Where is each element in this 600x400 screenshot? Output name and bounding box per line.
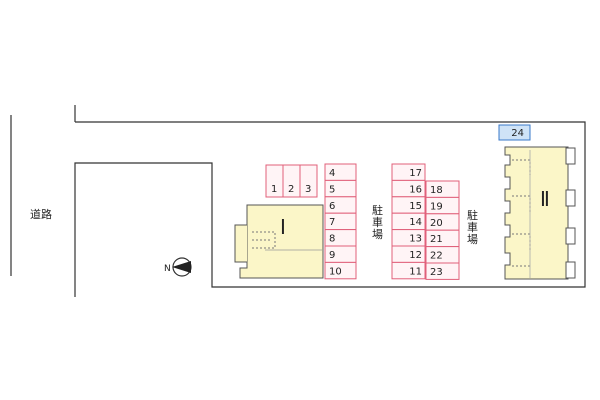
parking-slot-7-label: 7 [329, 217, 335, 228]
parking-slot-22: 22 [425, 246, 460, 264]
building-1-label: Ⅰ [280, 215, 286, 239]
parking-slot-21: 21 [425, 229, 460, 248]
parking-label-2-char-2: 車 [467, 220, 478, 234]
parking-slot-5: 5 [324, 179, 357, 198]
parking-slot-20-label: 20 [430, 218, 443, 229]
parking-slot-8: 8 [324, 229, 357, 247]
parking-slot-9-label: 9 [329, 250, 335, 261]
parking-slot-16-label: 16 [409, 184, 422, 195]
parking-label-2-char-1: 駐 [467, 208, 478, 222]
parking-slot-24: 24 [498, 124, 531, 141]
parking-slot-21-label: 21 [430, 234, 443, 245]
parking-slot-22-label: 22 [430, 251, 443, 262]
parking-slot-13-label: 13 [409, 234, 422, 245]
parking-label-2: 駐 車 場 [467, 208, 478, 246]
parking-slot-8-label: 8 [329, 234, 335, 245]
parking-slot-4-label: 4 [329, 168, 335, 179]
parking-slot-11: 11 [391, 261, 426, 280]
parking-slot-7: 7 [324, 212, 357, 231]
parking-slot-14: 14 [391, 212, 426, 231]
parking-label-1-char-1: 駐 [372, 203, 383, 217]
parking-label-2-char-3: 場 [467, 233, 478, 246]
building-2-label: Ⅱ [540, 187, 550, 211]
parking-slot-16: 16 [391, 179, 426, 198]
north-label: N [164, 264, 171, 274]
parking-slot-23-label: 23 [430, 267, 443, 278]
parking-slot-15-label: 15 [409, 201, 422, 212]
road-label: 道路 [30, 207, 52, 221]
parking-slot-15: 15 [391, 196, 426, 214]
parking-slot-9: 9 [324, 245, 357, 263]
parking-slot-17: 17 [391, 163, 426, 181]
north-arrow-icon: N [164, 257, 192, 277]
parking-slot-14-label: 14 [409, 217, 422, 228]
parking-slot-19-label: 19 [430, 201, 443, 212]
parking-slot-19: 19 [425, 196, 460, 215]
parking-slot-23: 23 [425, 262, 460, 280]
parking-slot-13: 13 [391, 229, 426, 247]
lot-boundary [74, 121, 586, 297]
parking-slot-10: 10 [324, 261, 357, 280]
parking-slot-2: 2 [282, 164, 301, 198]
parking-label-1-char-2: 車 [372, 215, 383, 229]
parking-slot-20: 20 [425, 213, 460, 231]
parking-slot-3: 3 [299, 164, 318, 198]
parking-slot-5-label: 5 [329, 184, 335, 195]
parking-slot-12: 12 [391, 245, 426, 263]
parking-slot-6-label: 6 [329, 201, 335, 212]
parking-slot-17-label: 17 [409, 168, 422, 179]
parking-slot-4: 4 [324, 163, 357, 181]
parking-slot-1-label: 1 [271, 184, 277, 195]
parking-slot-11-label: 11 [409, 266, 422, 277]
parking-label-1: 駐 車 場 [372, 203, 383, 241]
building-2: Ⅱ [504, 146, 576, 280]
parking-slot-3-label: 3 [305, 184, 311, 195]
parking-slot-10-label: 10 [329, 266, 342, 277]
parking-slot-12-label: 12 [409, 250, 422, 261]
parking-slot-2-label: 2 [288, 184, 294, 195]
parking-slot-6: 6 [324, 196, 357, 214]
parking-slot-1: 1 [265, 164, 284, 198]
building-1: Ⅰ [234, 204, 324, 279]
parking-slot-18: 18 [425, 180, 460, 198]
parking-slot-24-label: 24 [511, 128, 524, 139]
parking-slot-18-label: 18 [430, 185, 443, 196]
parking-label-1-char-3: 場 [372, 228, 383, 241]
